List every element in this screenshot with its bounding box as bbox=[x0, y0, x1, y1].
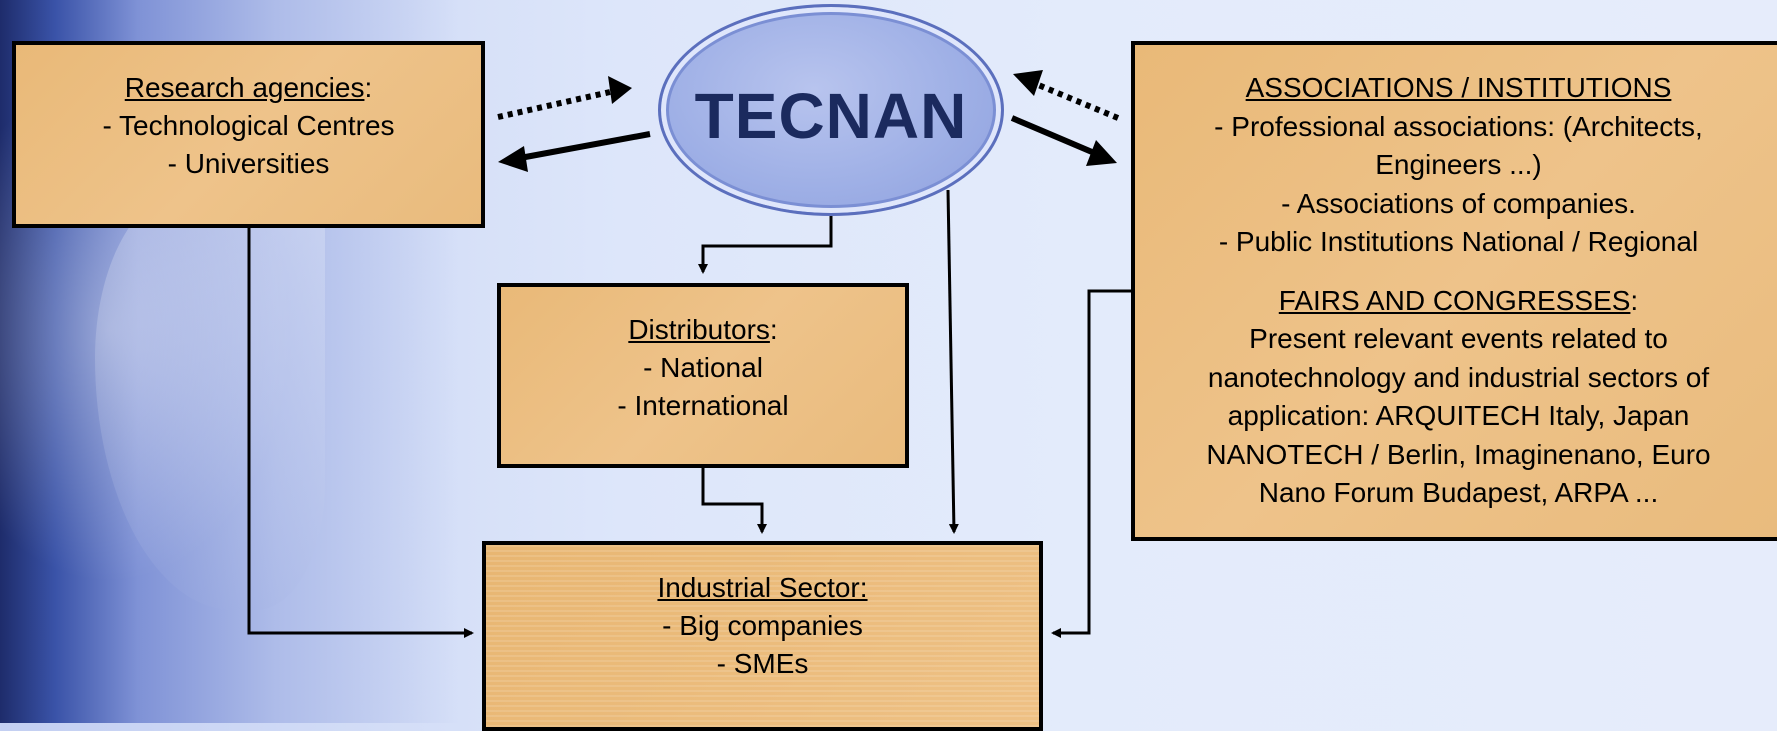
tecnan-label: TECNAN bbox=[694, 80, 968, 152]
tecnan-node: TECNAN bbox=[658, 4, 1004, 216]
fairs-title: FAIRS AND CONGRESSES bbox=[1278, 284, 1631, 316]
associations-item: - Professional associations: (Architects… bbox=[1214, 110, 1703, 142]
arrowhead-tecnan-to-research bbox=[498, 146, 528, 172]
associations-item: - Public Institutions National / Regiona… bbox=[1218, 226, 1699, 257]
arrow-research-to-tecnan bbox=[497, 89, 611, 120]
distributors-title-colon: : bbox=[769, 314, 778, 345]
distributors-item: - National bbox=[643, 352, 763, 383]
arrow-associations-to-tecnan bbox=[1034, 81, 1120, 121]
associations-item: - Associations of companies. bbox=[1281, 187, 1636, 219]
industrial-sector-box: Industrial Sector: - Big companies - SME… bbox=[482, 541, 1043, 731]
associations-item: Engineers ...) bbox=[1375, 149, 1542, 180]
fairs-title-line: FAIRS AND CONGRESSES: bbox=[1135, 282, 1777, 321]
industrial-item: - Big companies bbox=[662, 610, 863, 641]
research-item: - Technological Centres bbox=[102, 110, 395, 141]
distributors-title-line: Distributors: bbox=[501, 311, 905, 349]
arrow-research-to-industrial bbox=[247, 228, 474, 638]
distributors-title: Distributors bbox=[628, 314, 770, 345]
fairs-line: Nano Forum Budapest, ARPA ... bbox=[1258, 477, 1659, 508]
fairs-line: NANOTECH / Berlin, Imaginenano, Euro bbox=[1206, 438, 1711, 470]
research-agencies-box: Research agencies: - Technological Centr… bbox=[12, 41, 485, 228]
research-title: Research agencies bbox=[124, 72, 365, 103]
arrowhead-research-to-tecnan bbox=[608, 76, 632, 104]
arrow-distributors-to-industrial bbox=[701, 468, 767, 534]
arrow-tecnan-to-distributors bbox=[698, 216, 833, 274]
research-title-line: Research agencies: bbox=[16, 69, 481, 107]
section-gap bbox=[1135, 262, 1777, 282]
research-title-colon: : bbox=[364, 72, 373, 103]
research-item: - Universities bbox=[167, 148, 330, 179]
industrial-title: Industrial Sector: bbox=[657, 572, 868, 603]
distributors-item: - International bbox=[617, 390, 789, 421]
distributors-box: Distributors: - National - International bbox=[497, 283, 909, 468]
fairs-title-colon: : bbox=[1630, 284, 1639, 316]
associations-title: ASSOCIATIONS / INSTITUTIONS bbox=[1245, 72, 1672, 103]
industrial-item: - SMEs bbox=[716, 648, 809, 679]
arrowhead-associations-to-tecnan bbox=[1013, 70, 1043, 96]
arrow-tecnan-to-research bbox=[519, 131, 651, 161]
fairs-line: Present relevant events related to bbox=[1249, 323, 1668, 354]
fairs-line: nanotechnology and industrial sectors of bbox=[1207, 361, 1710, 393]
fairs-line: application: ARQUITECH Italy, Japan bbox=[1227, 400, 1690, 431]
associations-box: ASSOCIATIONS / INSTITUTIONS - Profession… bbox=[1131, 41, 1777, 541]
arrowhead-tecnan-to-associations bbox=[1086, 140, 1117, 166]
arrow-associations-to-industrial bbox=[1051, 289, 1131, 638]
arrow-tecnan-to-associations bbox=[1010, 115, 1094, 155]
arrow-tecnan-to-industrial bbox=[946, 189, 959, 534]
